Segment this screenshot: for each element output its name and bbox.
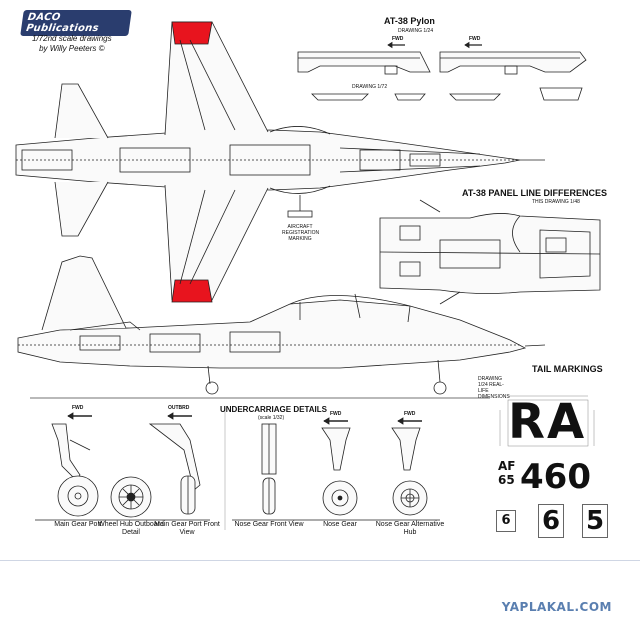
undercarriage-drawings [35, 408, 440, 530]
tail-digit-small: 6 [496, 510, 516, 532]
main-gear-front [148, 423, 201, 515]
pylon-subtitle: DRAWING 1/24 [398, 28, 434, 34]
tail-code: RA [508, 394, 587, 450]
tail-digit-large-5: 5 [582, 504, 608, 538]
caption-main-gear-front: Main Gear Port Front View [154, 521, 220, 536]
tail-serial: 460 [520, 457, 591, 497]
drawing-credit: 1/72nd scale drawings by Willy Peeters © [32, 34, 112, 54]
registration-box [287, 195, 313, 218]
fwd-label-main-gear: FWD [72, 405, 84, 411]
drawing-sheet: DACO Publications 1/72nd scale drawings … [0, 10, 640, 561]
red-wingtip-lower [171, 279, 213, 303]
nose-gear-side [321, 427, 358, 516]
panel-title: AT-38 PANEL LINE DIFFERENCES [462, 188, 608, 198]
pylon-fwd-right: FWD [469, 36, 481, 42]
tail-digit-large-6: 6 [538, 504, 564, 538]
caption-nose-gear-front: Nose Gear Front View [234, 521, 304, 528]
credit-author: by Willy Peeters © [39, 44, 105, 53]
top-view-aircraft [15, 21, 545, 303]
caption-wheel-hub: Wheel Hub Outboard Detail [98, 521, 164, 536]
side-view-aircraft [17, 255, 546, 395]
nose-gear-alt [391, 427, 428, 516]
undercarriage-title: UNDERCARRIAGE DETAILS [220, 405, 327, 414]
pylon-drawing [297, 41, 587, 101]
panel-line-drawing [379, 199, 601, 305]
outbrd-label: OUTBRD [168, 405, 190, 411]
tail-title: TAIL MARKINGS [532, 364, 603, 374]
pylon-drawing-scale: DRAWING 1/72 [352, 84, 388, 90]
line-drawings [15, 21, 601, 530]
red-wingtip-upper [171, 21, 213, 45]
panel-subtitle: THIS DRAWING 1/48 [532, 199, 580, 205]
fwd-label-alt-hub: FWD [404, 411, 416, 417]
caption-nose-gear: Nose Gear [323, 521, 357, 528]
tail-marking-box [499, 395, 595, 447]
site-watermark: YAPLAKAL.COM [501, 600, 612, 614]
tail-af: AF [498, 459, 516, 473]
caption-nose-gear-alt: Nose Gear Alternative Hub [375, 521, 445, 536]
tail-note: DRAWING 1/24 REAL-LIFE DIMENSIONS [478, 376, 510, 400]
caption-main-gear-port: Main Gear Port [54, 521, 102, 528]
tail-year: 65 [498, 473, 515, 487]
fwd-label-nose-gear: FWD [330, 411, 342, 417]
pylon-fwd-left: FWD [392, 36, 404, 42]
pylon-title: AT-38 Pylon [384, 16, 435, 26]
wheel-hub [110, 476, 152, 518]
nose-gear-front [261, 423, 277, 515]
registration-label: AIRCRAFT REGISTRATION MARKING [282, 224, 320, 242]
credit-scale: 1/72nd scale drawings [32, 34, 112, 43]
undercarriage-subtitle: (scale 1/32) [258, 415, 285, 421]
main-gear-port [51, 423, 99, 517]
